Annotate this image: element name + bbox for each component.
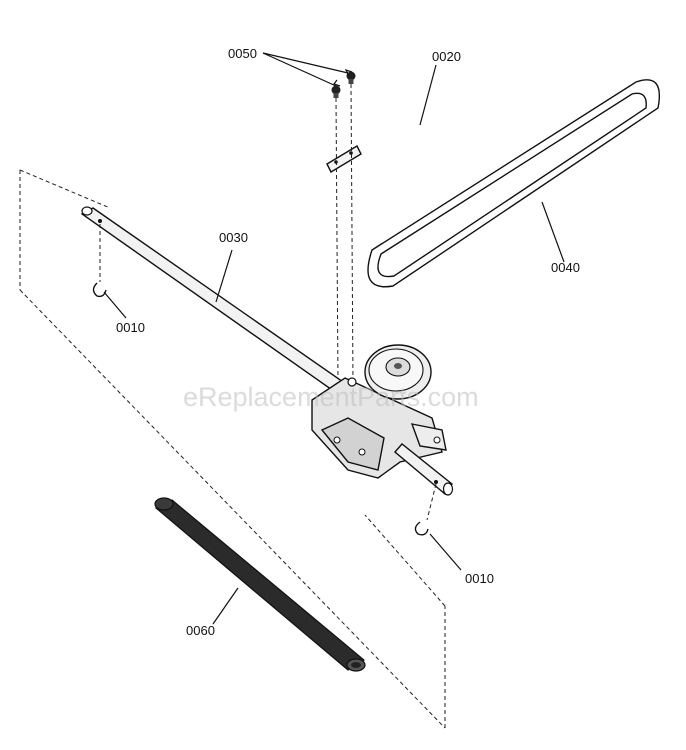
sleeve [154,497,366,672]
callout-0010-right: 0010 [465,571,494,586]
clip-right [414,483,437,536]
clip-left [92,224,107,298]
callout-0060: 0060 [186,623,215,638]
callout-0030: 0030 [219,230,248,245]
drive-belt [367,79,660,288]
gearbox [311,344,454,496]
bolt-left [331,85,341,98]
shaft [80,206,348,393]
control-rod [326,114,432,173]
assembly-frame [19,169,446,729]
watermark: eReplacementParts.com [183,382,479,412]
callout-0040: 0040 [551,260,580,275]
pulley [364,344,432,400]
callout-0010-left: 0010 [116,320,145,335]
callout-0020: 0020 [432,49,461,64]
leader-lines [103,52,565,625]
callout-0050: 0050 [228,46,257,61]
bolt-right [346,71,356,84]
bolts [331,71,356,383]
